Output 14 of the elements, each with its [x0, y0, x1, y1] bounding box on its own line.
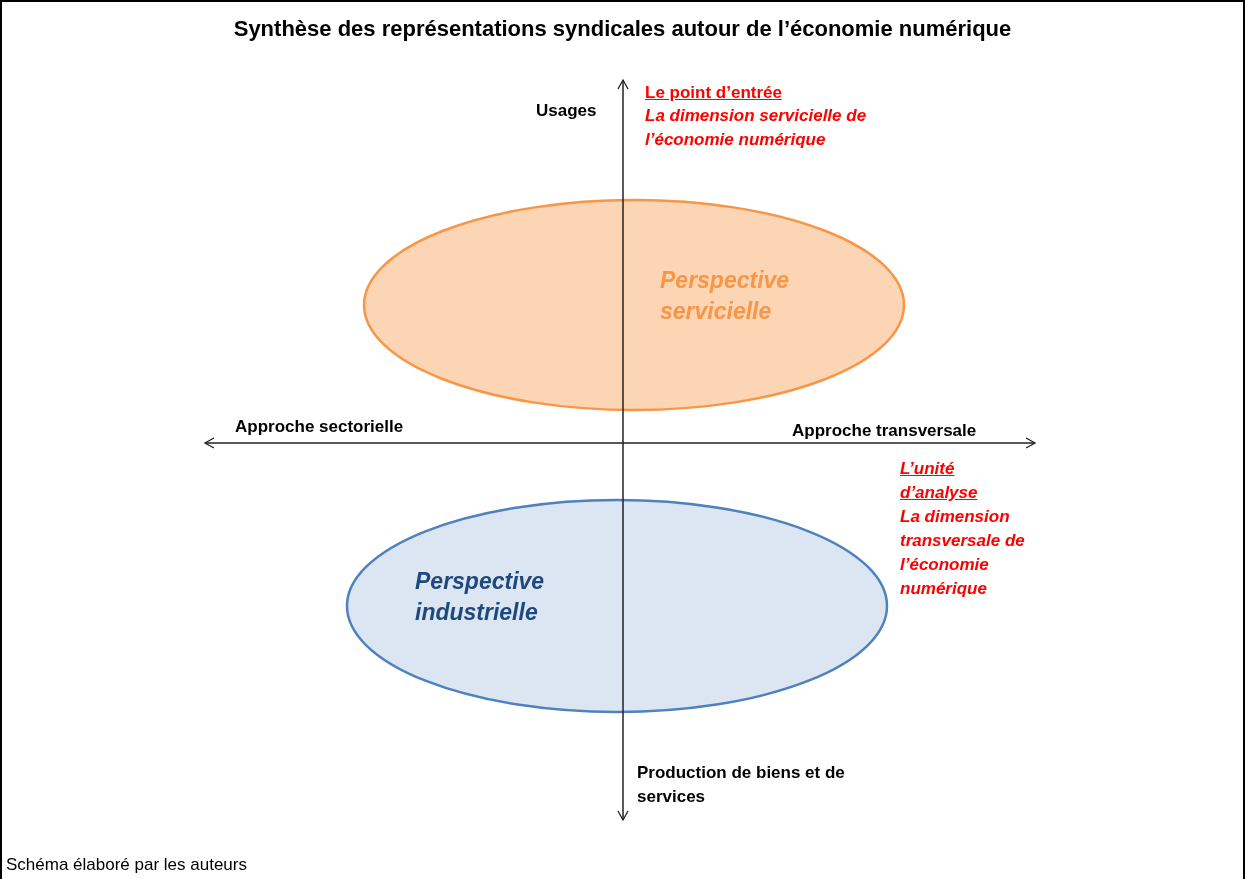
axis-label: Production de biens et de services	[637, 762, 846, 808]
diagram-title: Synthèse des représentations syndicales autour de l’économie numérique	[232, 15, 1013, 43]
ellipse-label: Perspective industrielle	[415, 567, 546, 627]
callout-text: La dimension servicielle de l’économie numérique	[645, 105, 868, 151]
axis-label: Approche sectorielle	[235, 416, 405, 438]
perspective-ellipse	[345, 498, 889, 714]
callout-heading: Le point d’entrée	[645, 82, 783, 104]
callout-text: La dimension transversale de l’économie numérique	[900, 506, 1026, 600]
caption: Schéma élaboré par les auteurs	[6, 854, 247, 876]
axis-label: Usages	[536, 100, 598, 122]
perspective-ellipse	[362, 198, 906, 412]
ellipse-label: Perspective servicielle	[660, 266, 791, 326]
callout-heading: L’unité d’analyse	[900, 458, 979, 504]
axis-label: Approche transversale	[792, 420, 978, 442]
